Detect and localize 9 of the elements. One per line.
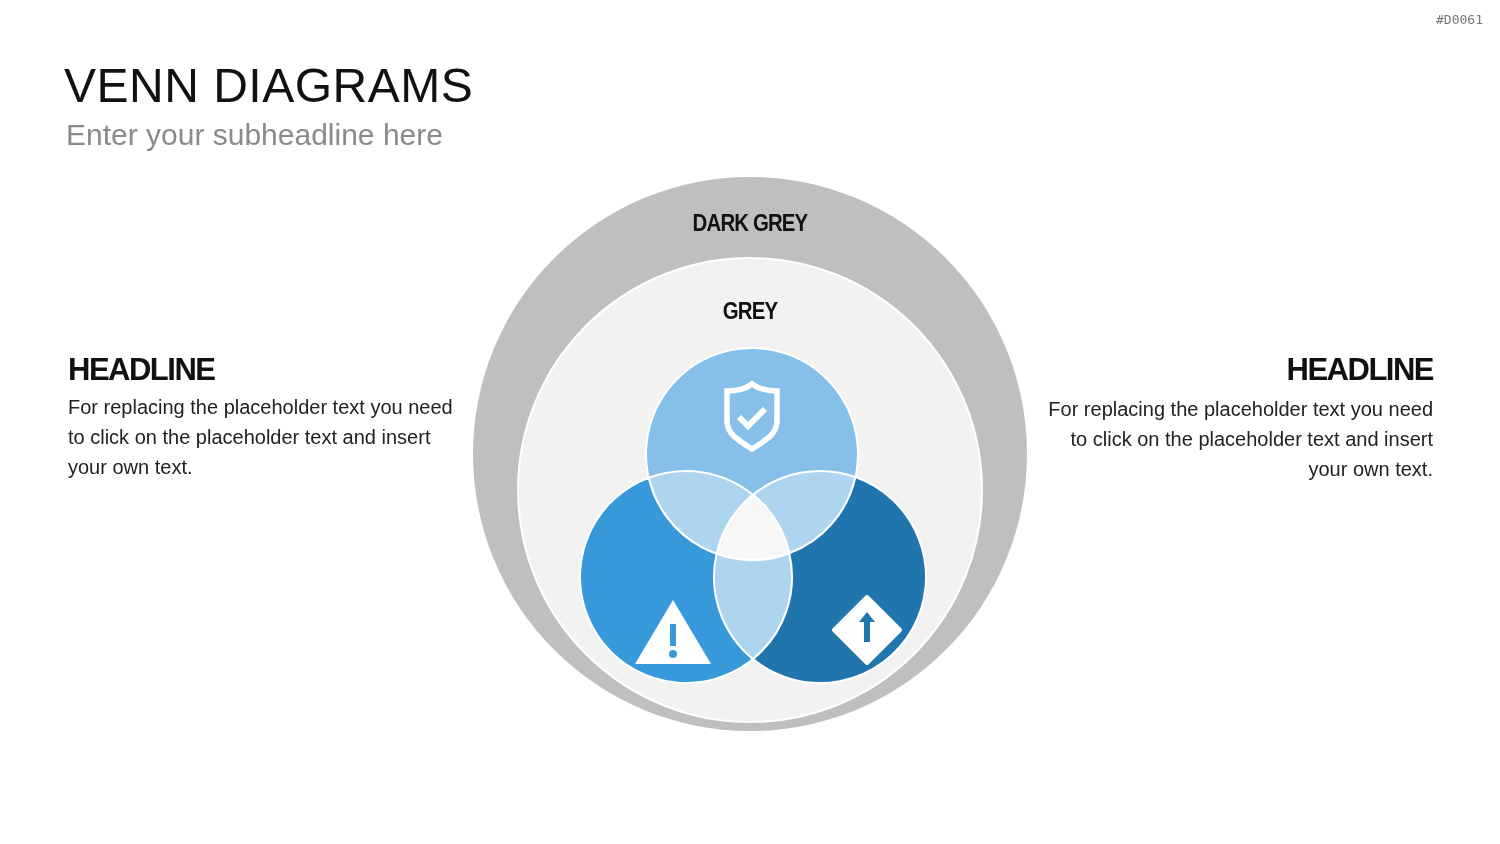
body-text: For replacing the placeholder text you need to click on the placeholder text and insert your own text. [68, 395, 453, 480]
subtitle: Enter your subheadline here [66, 118, 443, 152]
body-text: For replacing the placeholder text you need to click on the placeholder text and insert your own text. [1048, 397, 1433, 482]
headline: HEADLINE [1285, 352, 1433, 388]
circle-label: GREY [721, 297, 779, 325]
title: VENN DIAGRAMS [64, 58, 474, 113]
slide-code: #D0061 [1436, 12, 1483, 27]
headline: HEADLINE [68, 352, 215, 388]
circle-label: DARK GREY [691, 209, 809, 237]
